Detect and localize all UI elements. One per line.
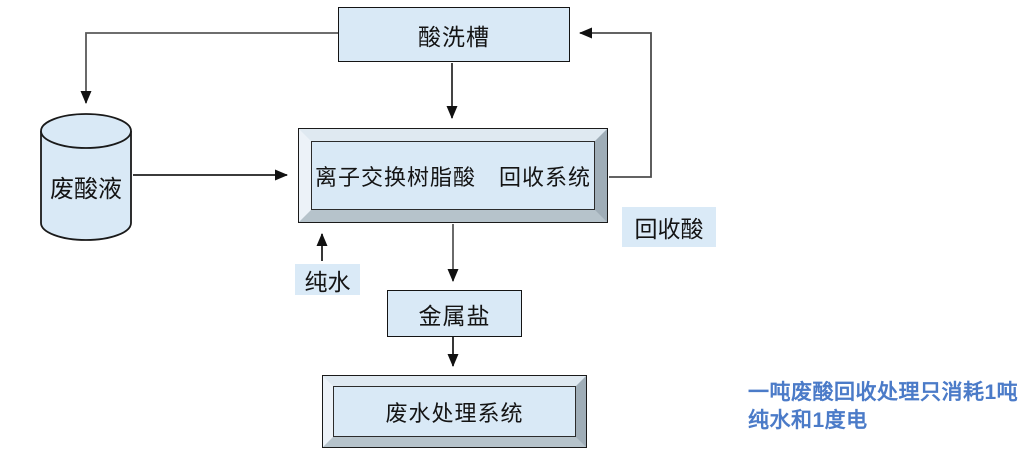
node-waste-acid-cylinder: 废酸液	[39, 111, 133, 243]
node-ion-exchange-label: 离子交换树脂酸 回收系统	[311, 141, 595, 210]
consumption-note-line1: 一吨废酸回收处理只消耗1吨	[748, 381, 1019, 404]
edge-tank-to-waste-acid	[80, 32, 338, 104]
node-metal-salt-label: 金属盐	[418, 302, 491, 329]
node-wastewater-label: 废水处理系统	[333, 386, 576, 437]
node-metal-salt: 金属盐	[387, 290, 522, 337]
label-recovered-acid-text: 回收酸	[634, 216, 704, 242]
cylinder-shape	[40, 113, 132, 241]
wastewater-bevel-frame	[323, 376, 586, 447]
label-pure-water: 纯水	[295, 264, 360, 295]
node-ion-exchange-system: 离子交换树脂酸 回收系统	[298, 128, 608, 223]
node-wastewater-system: 废水处理系统	[322, 375, 587, 448]
node-waste-acid-label: 废酸液	[50, 176, 122, 203]
label-recovered-acid: 回收酸	[622, 207, 716, 247]
node-acid-wash-tank-label: 酸洗槽	[418, 23, 490, 50]
consumption-note-line2: 纯水和1度电	[748, 409, 868, 432]
node-acid-wash-tank: 酸洗槽	[338, 7, 570, 62]
ion-exchange-bevel-frame	[299, 129, 607, 222]
label-pure-water-text: 纯水	[304, 268, 351, 295]
consumption-note: 一吨废酸回收处理只消耗1吨 纯水和1度电	[748, 379, 1036, 435]
